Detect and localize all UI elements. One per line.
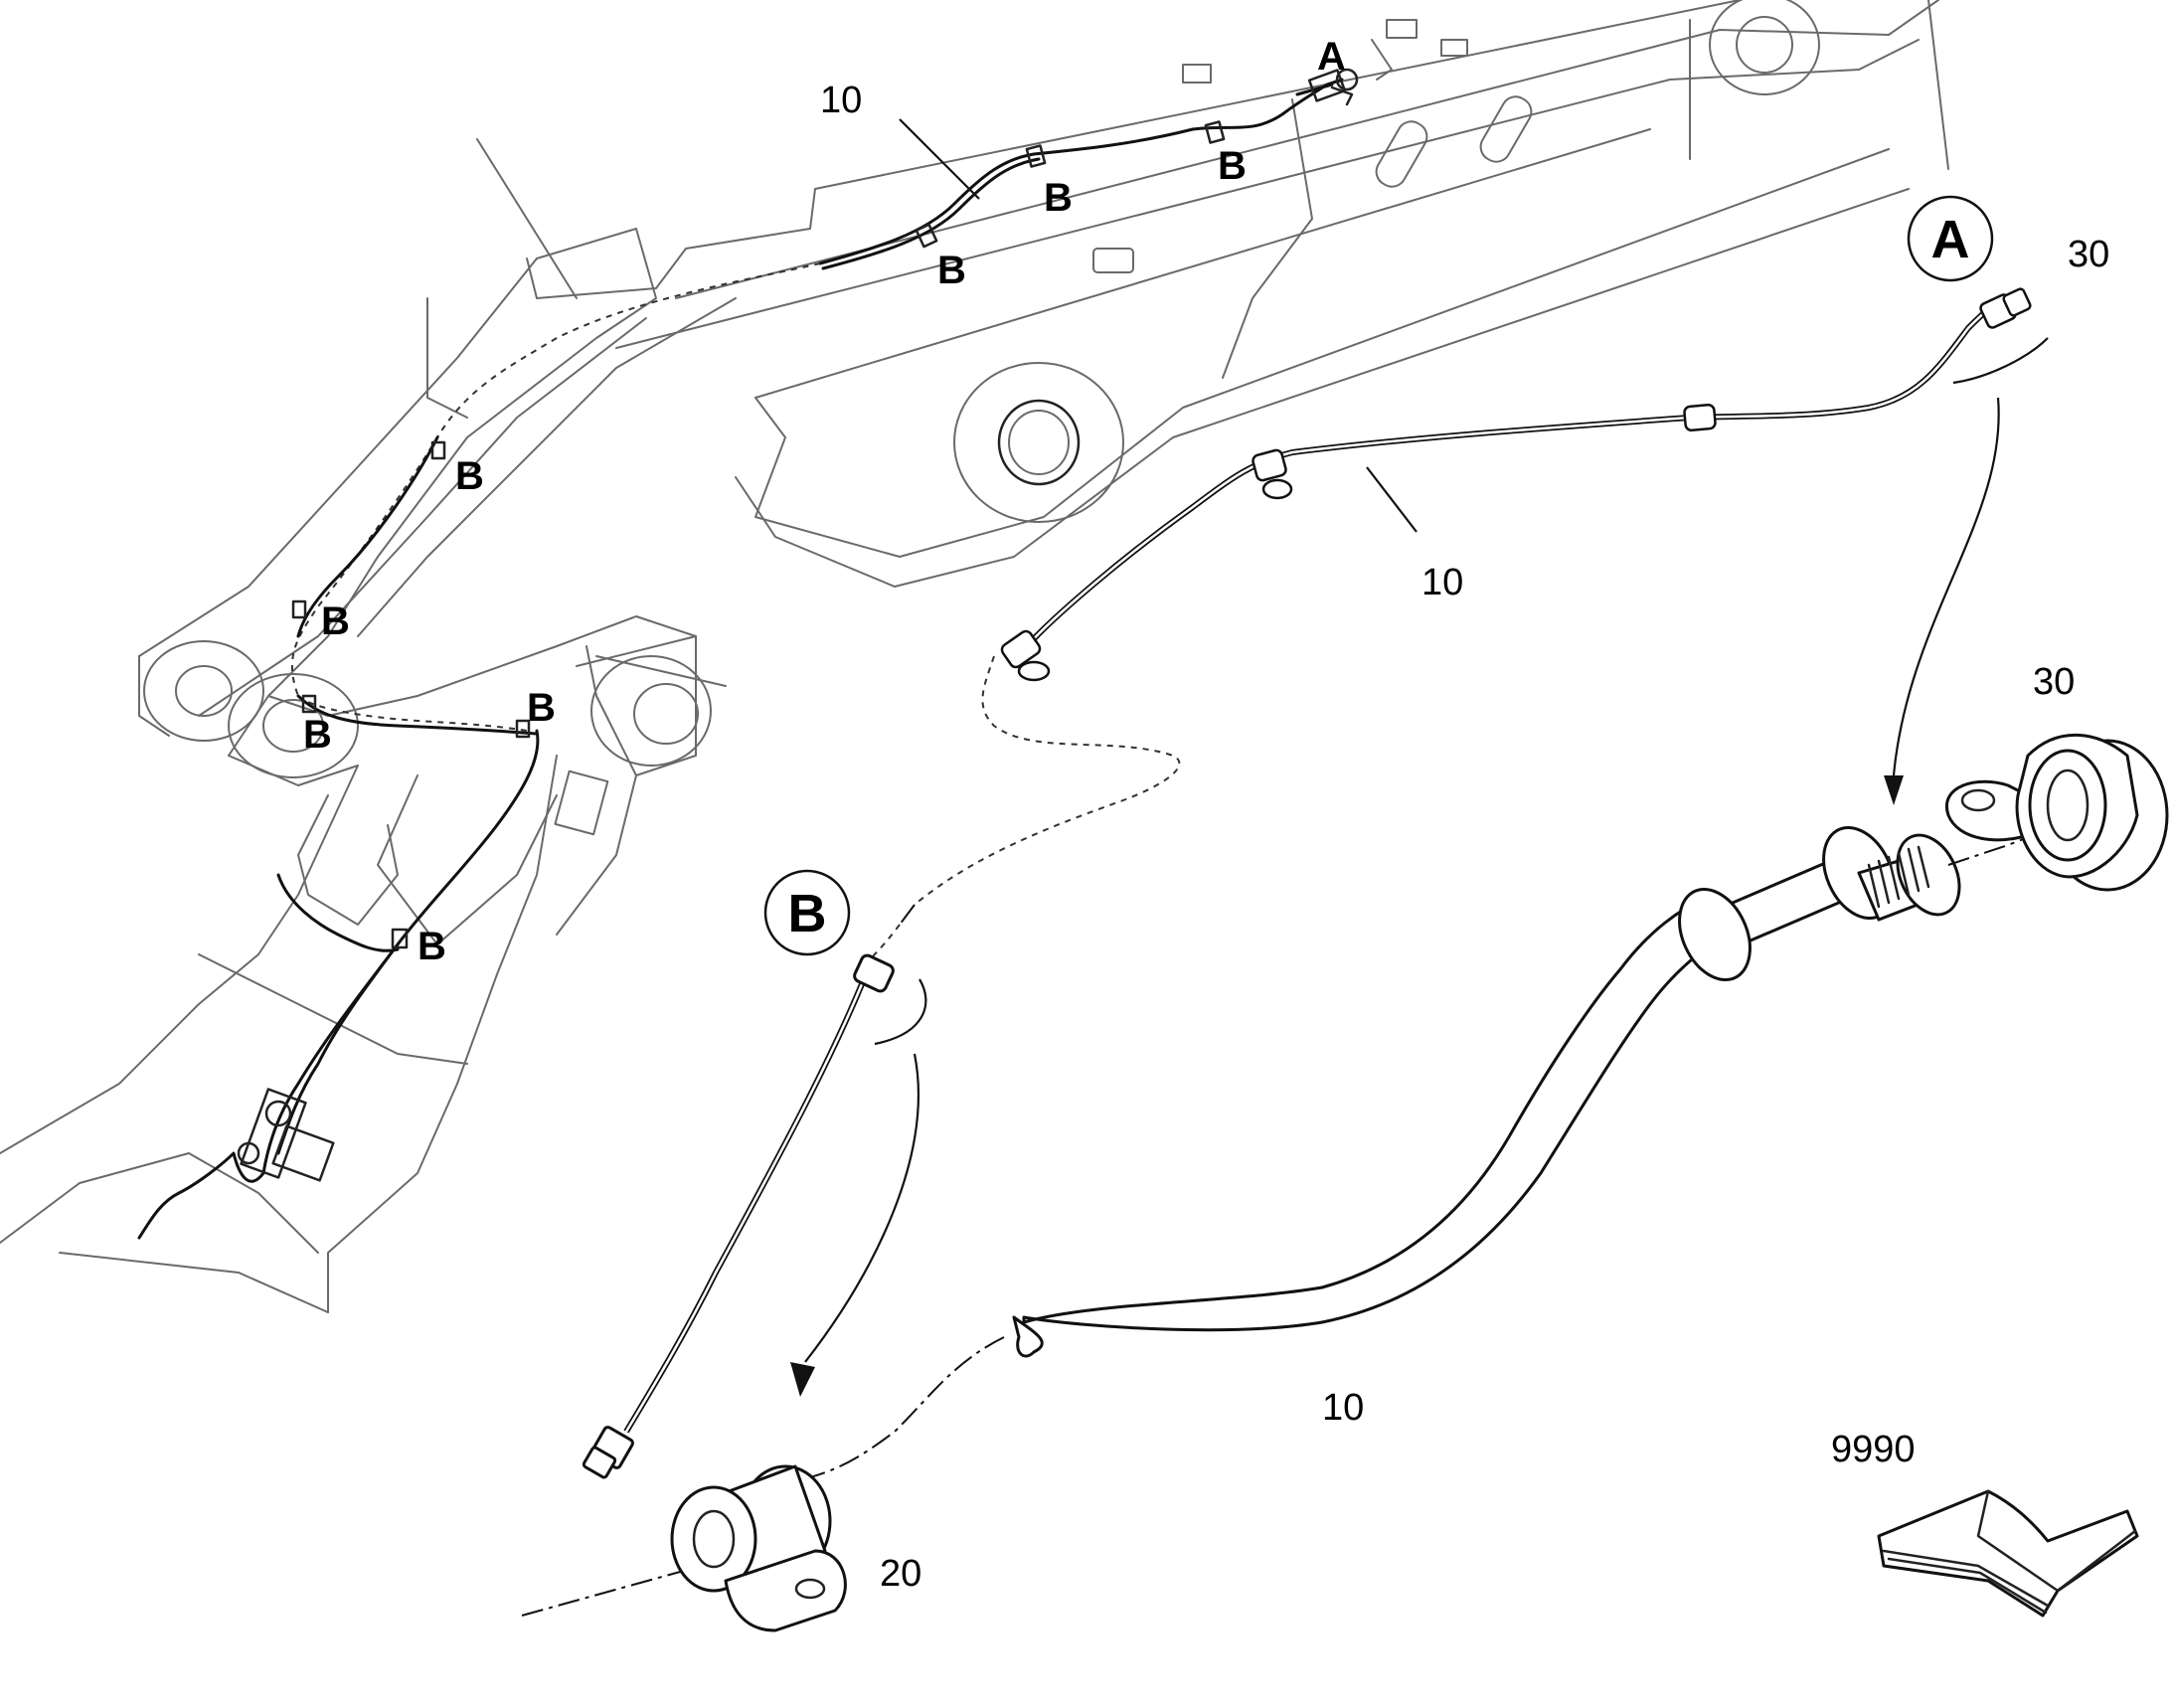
boom-arm-outline xyxy=(0,0,1949,1313)
label-pos-30-top: 30 xyxy=(2068,234,2109,275)
label-pos-20: 20 xyxy=(880,1553,921,1595)
label-pos-10-bottom: 10 xyxy=(1322,1387,1364,1429)
label-pos-10-mid: 10 xyxy=(1421,562,1463,603)
label-pos-10-top: 10 xyxy=(820,80,862,121)
label-pos-30-clamp: 30 xyxy=(2033,661,2075,703)
callout-detail-b: B xyxy=(763,869,851,956)
label-a-machine: A xyxy=(1317,35,1346,79)
label-b-3: B xyxy=(937,249,966,292)
clamp-20 xyxy=(521,1464,847,1632)
clamp-30 xyxy=(1944,733,2169,892)
svg-text:A: A xyxy=(1931,210,1970,269)
callout-detail-a: A xyxy=(1907,195,1994,282)
open-book-icon xyxy=(1877,1489,2139,1618)
label-pos-9990: 9990 xyxy=(1831,1429,1916,1470)
position-labels: 10 10 10 30 30 20 9990 A B B B B B B B B xyxy=(303,35,2109,1595)
label-b-5: B xyxy=(321,599,350,643)
large-hose-10 xyxy=(794,809,2098,1482)
hose-routing-on-machine xyxy=(137,68,1359,1240)
label-b-6: B xyxy=(303,713,332,757)
svg-text:B: B xyxy=(788,884,827,943)
hose-detail-b xyxy=(582,924,927,1479)
label-b-2: B xyxy=(1218,144,1247,188)
label-b-4: B xyxy=(455,454,484,498)
label-b-1: B xyxy=(1044,176,1073,220)
label-b-7: B xyxy=(527,686,556,730)
hose-10-detail-a xyxy=(899,287,2049,926)
label-b-8: B xyxy=(418,925,446,968)
leader-lines xyxy=(899,118,1418,533)
